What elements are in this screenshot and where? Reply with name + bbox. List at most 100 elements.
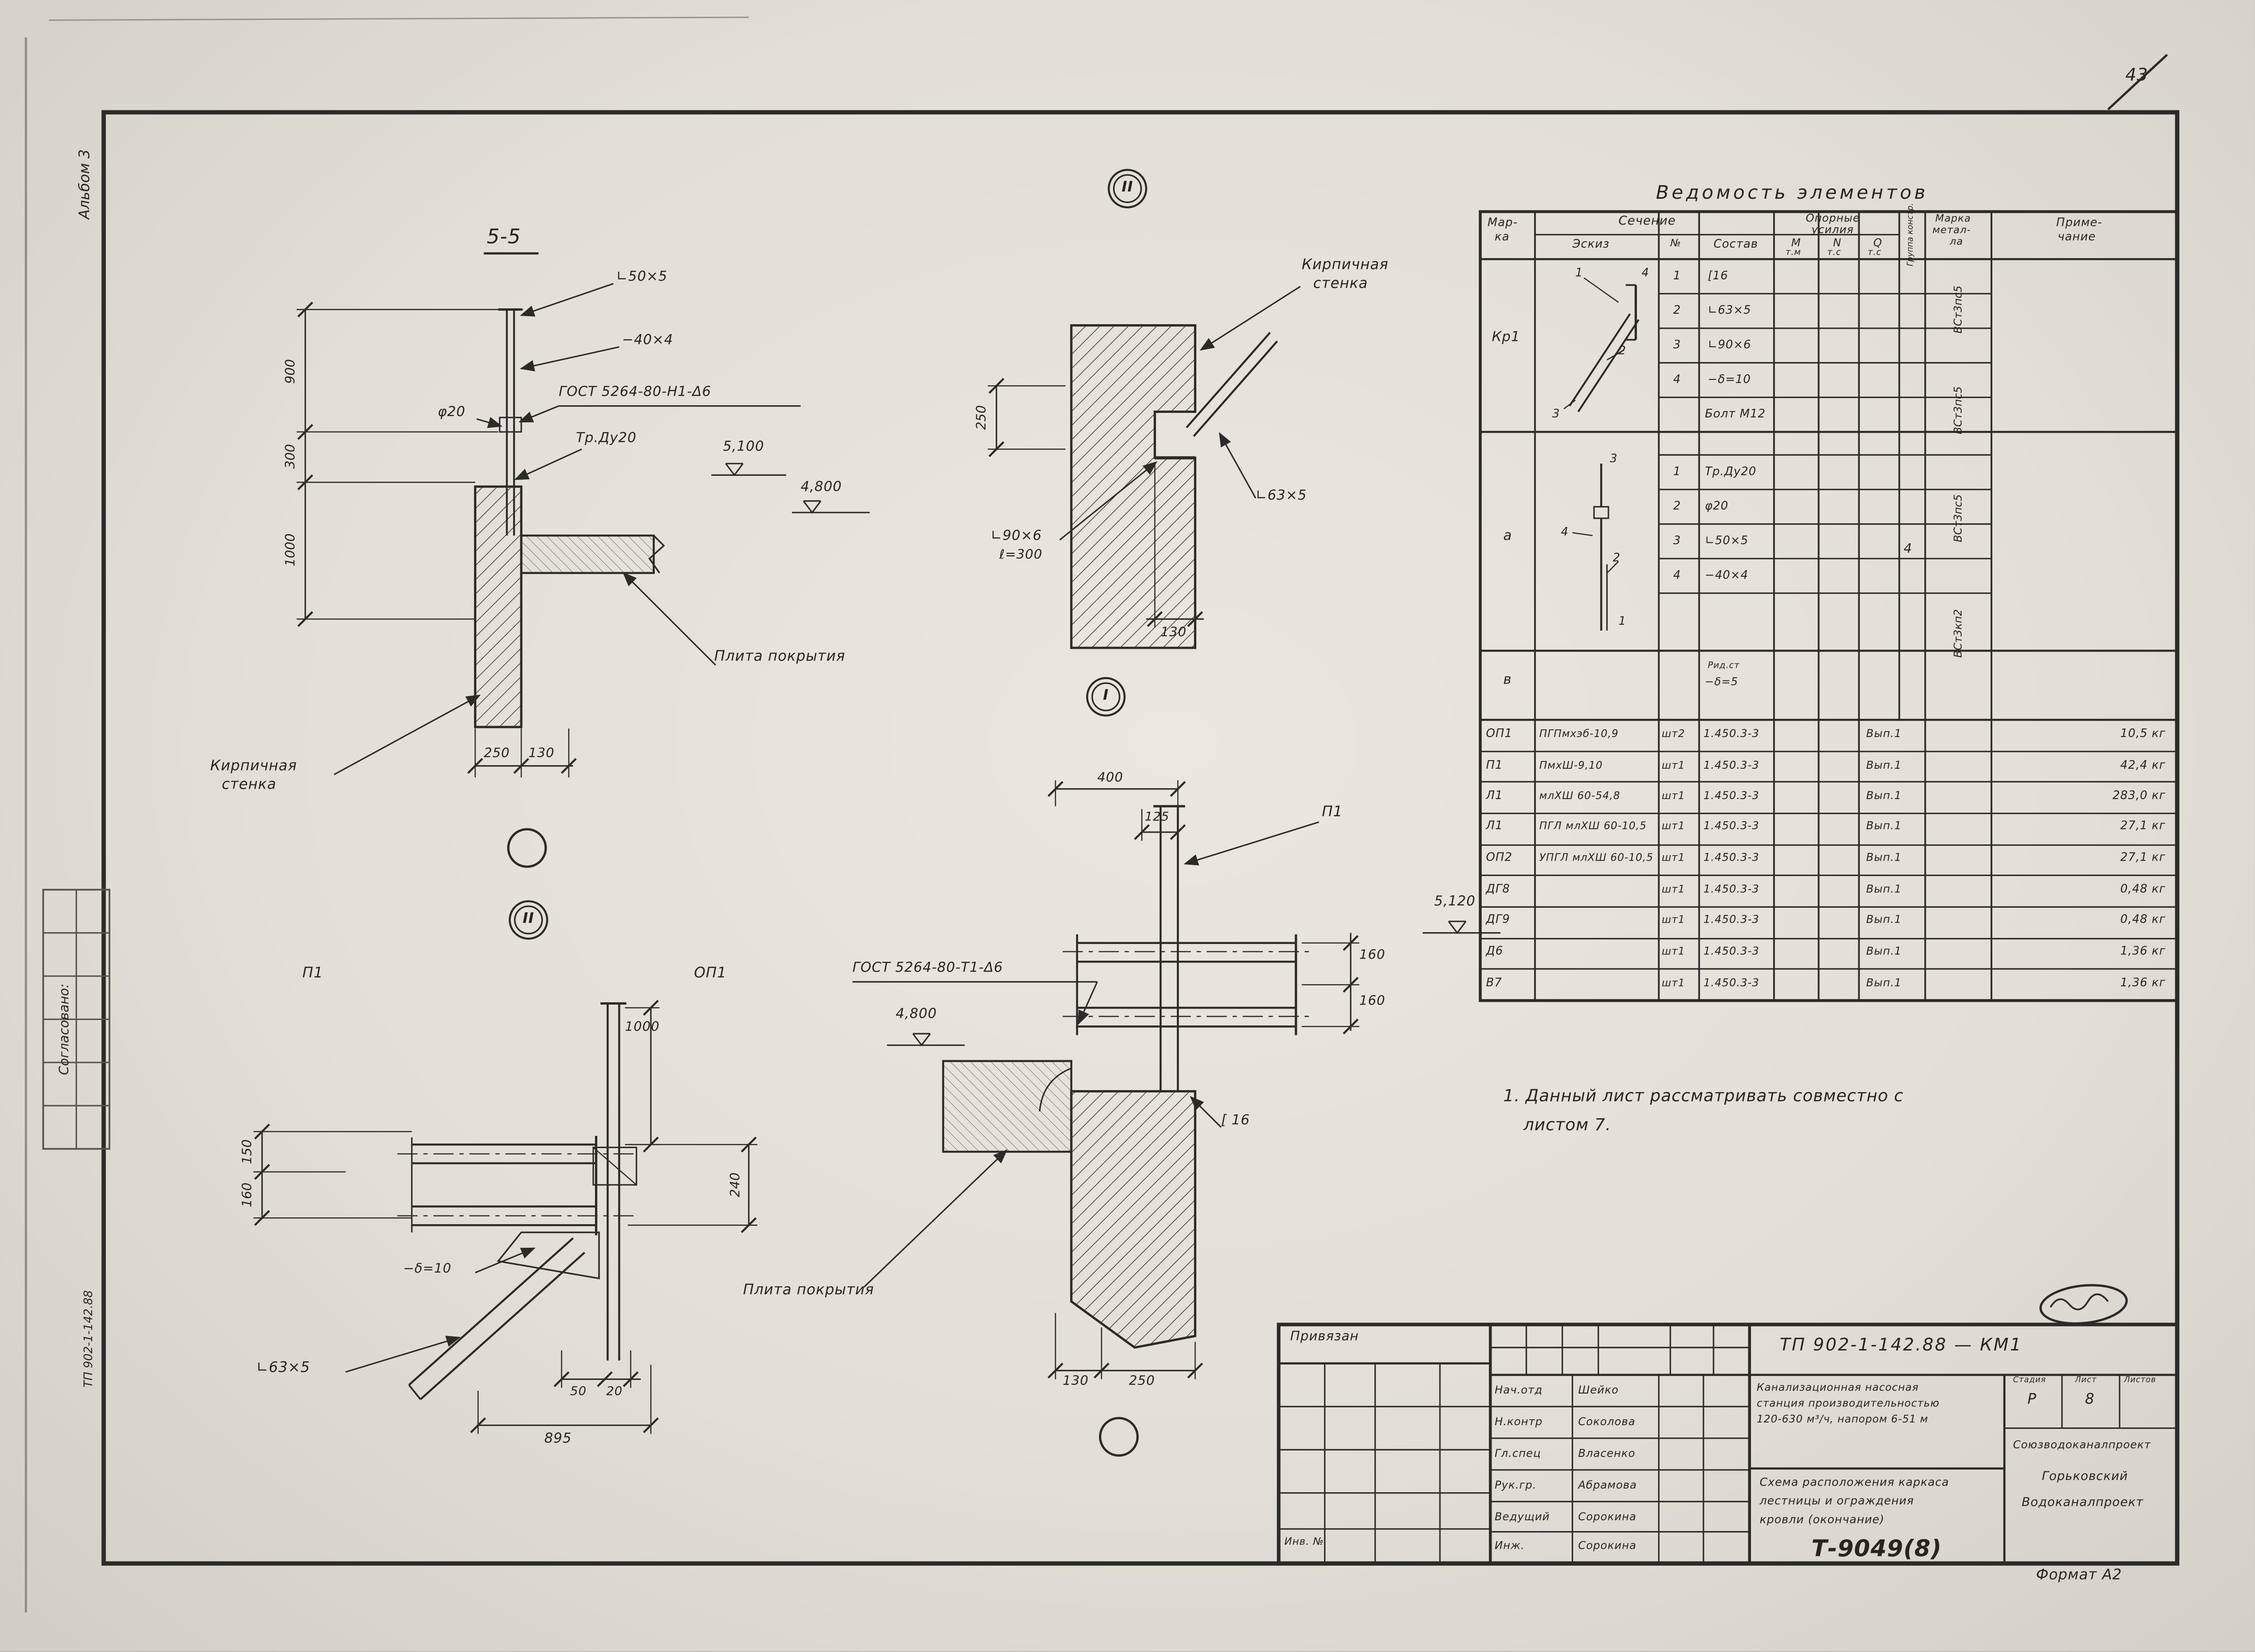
el-qty: шт1 [1661,819,1685,833]
kr1-sketch-num-1: 1 [1575,266,1583,279]
stage-header: Стадия [2013,1376,2046,1385]
label-p1-node2b: П1 [302,966,323,982]
col-header-prim-2: чание [2058,230,2096,244]
el-series: 1.450.3-3 [1703,727,1760,740]
col-header-sostav: Состав [1713,237,1758,251]
dim-250-node2: 250 [975,405,990,430]
label-brick-wall-top-2: стенка [1313,276,1368,292]
table-title: Ведомость элементов [1656,182,1929,205]
el-qty: шт1 [1661,851,1685,864]
el-series: 1.450.3-3 [1703,882,1760,895]
row-mark-kr1: Кр1 [1492,330,1521,346]
el-weight: 0,48 кг [2120,913,2166,926]
row-mark-v: в [1503,672,1512,689]
dim-1000-node2b: 1000 [625,1020,660,1035]
person-name: Сорокина [1578,1539,1637,1552]
label-channel-16: [ 16 [1221,1113,1250,1129]
a-item-num: 2 [1673,499,1681,513]
dim-160-b: 160 [1359,995,1386,1010]
a-item: −40×4 [1705,569,1749,582]
el-series: 1.450.3-3 [1703,913,1760,926]
el-mark: ДГ9 [1486,913,1510,926]
label-brick-wall-2: стенка [221,777,277,794]
el-series: 1.450.3-3 [1703,944,1760,958]
node-bubble-ii-top: II [1122,180,1133,196]
el-vyp: Вып.1 [1866,819,1902,833]
stage-value: Р [2027,1392,2037,1408]
kr1-item-num: 2 [1673,303,1681,317]
role: Рук.гр. [1494,1478,1537,1492]
a-sketch-num-1: 1 [1618,614,1626,628]
a-sketch-num-3: 3 [1610,452,1618,465]
attached-label: Привязан [1290,1330,1359,1345]
inventory-label: Инв. № [1284,1536,1324,1548]
label-pipe-du20: Тр.Ду20 [576,430,637,446]
el-vyp: Вып.1 [1866,976,1902,989]
col-header-m: М [1791,236,1801,249]
el-vyp: Вып.1 [1866,789,1902,802]
kr1-sketch-num-4: 4 [1641,266,1650,279]
el-weight: 10,5 кг [2120,727,2166,740]
el-qty: шт1 [1661,976,1685,989]
title-block-grid [1276,1322,2179,1566]
left-margin-stamp [42,889,110,1150]
dim-130-node1: 130 [1062,1374,1089,1389]
role: Н.контр [1494,1415,1543,1428]
el-vyp: Вып.1 [1866,727,1902,740]
label-slab-node1: Плита покрытия [743,1283,874,1299]
col-header-num: № [1670,237,1681,249]
level-5120: 5,120 [1434,894,1476,910]
kr1-item-num: 4 [1673,373,1681,386]
el-mark: В7 [1486,976,1502,989]
el-mark: ОП1 [1486,727,1512,740]
el-series: 1.450.3-3 [1703,789,1760,802]
label-delta-10: −δ=10 [403,1262,452,1277]
kr1-item: −δ=10 [1708,373,1751,386]
sheet-value: 8 [2085,1392,2095,1408]
el-name: ПГПмхэб-10,9 [1539,727,1619,740]
project-desc-2: станция производительностью [1756,1396,1940,1410]
dim-300: 300 [284,444,299,469]
person-name: Шейко [1578,1383,1619,1397]
a-item: ∟50×5 [1705,534,1749,547]
kr1-item-num: 1 [1673,269,1681,283]
el-series: 1.450.3-3 [1703,758,1760,772]
row-mark-a: а [1503,528,1512,545]
dim-130: 130 [528,747,555,762]
dim-160-node2b: 160 [241,1183,256,1207]
role: Ведущий [1494,1510,1550,1523]
level-4800-node1: 4,800 [895,1006,937,1022]
el-name: ПГЛ млХШ 60-10,5 [1539,819,1647,833]
dim-150: 150 [241,1139,256,1164]
role: Нач.отд [1494,1383,1543,1397]
person-name: Сорокина [1578,1510,1637,1523]
kr1-sketch-num-2: 2 [1618,344,1626,357]
col-header-prim-1: Приме- [2056,216,2102,229]
sheet-title-1: Схема расположения каркаса [1759,1475,1949,1489]
el-weight: 27,1 кг [2120,851,2166,864]
v-note-2: −δ=5 [1705,675,1738,689]
sheets-header: Листов [2124,1376,2156,1385]
dim-1000: 1000 [284,533,299,567]
col-header-usiliya: усилия [1811,223,1854,236]
label-brick-wall-top-1: Кирпичная [1301,258,1389,274]
label-l63x5-top: ∟63×5 [1255,488,1307,504]
el-series: 1.450.3-3 [1703,976,1760,989]
note-line-1: 1. Данный лист рассматривать совместно с [1503,1085,1904,1106]
kr1-item: ∟63×5 [1708,303,1751,317]
dim-895: 895 [544,1431,572,1447]
el-qty: шт2 [1661,727,1685,740]
role: Инж. [1494,1539,1525,1552]
a-item: Тр.Ду20 [1705,465,1756,478]
dim-250: 250 [484,747,510,762]
group-value: 4 [1903,542,1913,557]
steel-mark: ВСт3пс5 [1951,285,1965,334]
el-vyp: Вып.1 [1866,758,1902,772]
node-2-top-drawing [988,169,1301,717]
el-series: 1.450.3-3 [1703,851,1760,864]
sheet-corner-number: 43 [2125,65,2149,85]
el-weight: 1,36 кг [2120,944,2166,958]
el-vyp: Вып.1 [1866,944,1902,958]
